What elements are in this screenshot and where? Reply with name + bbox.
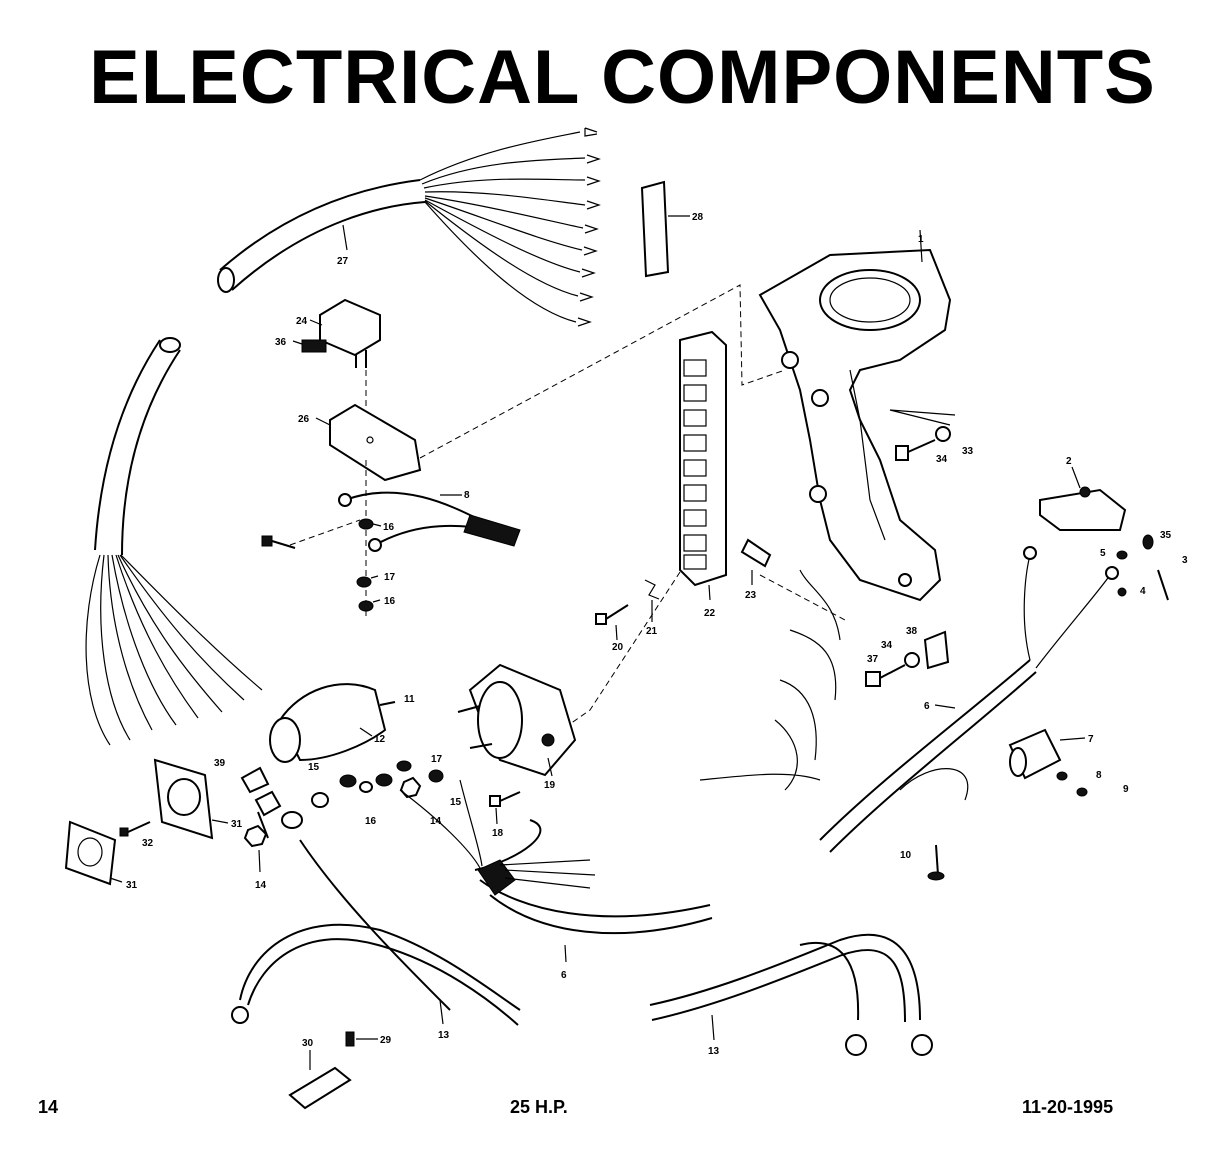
nut-14-left: [243, 824, 268, 873]
page-number: 14: [38, 1097, 59, 1117]
callout-20: 20: [612, 642, 624, 653]
ignition-switch-12: [269, 683, 396, 763]
battery-cable-13-right: [649, 933, 933, 1056]
clip-23: [740, 538, 772, 585]
callout-15-right: 15: [450, 797, 462, 808]
callout-11: 11: [404, 694, 415, 705]
callout-7: 7: [1088, 734, 1094, 745]
keys-39: [240, 766, 282, 839]
page-title: ELECTRICAL COMPONENTS: [89, 35, 1156, 120]
callout-14-left: 14: [255, 880, 267, 891]
callout-16-upper: 16: [383, 522, 395, 533]
callout-6-lower: 6: [561, 970, 567, 981]
callout-37: 37: [867, 654, 879, 665]
solenoid-19: [457, 663, 577, 777]
callout-3: 3: [1182, 555, 1188, 566]
callout-13-left: 13: [438, 1030, 450, 1041]
callout-23: 23: [745, 590, 757, 601]
callout-14-middle: 14: [430, 816, 442, 827]
callout-34-lower: 34: [881, 640, 893, 651]
model-label: 25 H.P.: [510, 1097, 568, 1117]
bolt-18: [489, 791, 521, 825]
callout-24: 24: [296, 316, 308, 327]
callout-32: 32: [142, 838, 154, 849]
callout-36: 36: [275, 337, 287, 348]
harness-6-right: [819, 546, 1119, 853]
callout-12: 12: [374, 734, 386, 745]
callout-8-lower: 8: [1096, 770, 1102, 781]
callout-21: 21: [646, 626, 658, 637]
callout-6-right: 6: [924, 701, 930, 712]
screw-3-washer-35: [1116, 534, 1169, 601]
capacitor-7: [1008, 728, 1088, 797]
callout-1: 1: [918, 234, 924, 245]
callout-10: 10: [900, 850, 912, 861]
callout-38: 38: [906, 626, 918, 637]
callout-31-lower: 31: [126, 880, 138, 891]
callout-39: 39: [214, 758, 226, 769]
callout-33: 33: [962, 446, 974, 457]
callout-16-lower: 16: [365, 816, 377, 827]
assembly-lines: [289, 284, 846, 746]
bracket-1: [758, 229, 952, 602]
mount-plate-31-lower: [64, 820, 123, 886]
callout-18: 18: [492, 828, 504, 839]
callout-27: 27: [337, 256, 349, 267]
screw-20-clip-21: [595, 579, 660, 641]
callout-26: 26: [298, 414, 310, 425]
callout-2: 2: [1066, 456, 1072, 467]
callout-15-left: 15: [308, 762, 320, 773]
battery-cable-13-left: [231, 792, 521, 1026]
callout-5: 5: [1100, 548, 1106, 559]
callout-13-right: 13: [708, 1046, 720, 1057]
rectifier-24: [309, 298, 381, 368]
callout-31-upper: 31: [231, 819, 243, 830]
screw-10: [927, 844, 945, 881]
screw-32: [119, 821, 151, 837]
clamp-30: [288, 1050, 352, 1110]
bracket-38-bolt-37: [865, 630, 950, 687]
switch-2: [1039, 466, 1127, 531]
mounting-plate-26: [315, 403, 422, 482]
bolt-34-washer-33: [889, 409, 956, 461]
callout-17-upper: 17: [384, 572, 396, 583]
washers-solenoid: [339, 760, 444, 799]
screw-25: [261, 535, 296, 549]
screw-29: [345, 1031, 378, 1047]
wire-harness-left: [85, 337, 263, 746]
revision-date: 11-20-1995: [1022, 1097, 1114, 1117]
lead-8: [338, 491, 521, 552]
callout-34-upper: 34: [936, 454, 948, 465]
callout-28: 28: [692, 212, 704, 223]
washers-16-17: [356, 518, 382, 612]
terminal-block-22: [679, 330, 727, 601]
callout-30: 30: [302, 1038, 314, 1049]
callout-35: 35: [1160, 530, 1172, 541]
callout-4: 4: [1140, 586, 1146, 597]
callout-22: 22: [704, 608, 716, 619]
wire-harness-27: [217, 127, 601, 327]
callout-16-middle: 16: [384, 596, 396, 607]
leads-middle: [699, 569, 841, 791]
callout-17-lower: 17: [431, 754, 443, 765]
mount-plate-31-upper: [153, 758, 229, 840]
connector-36: [292, 339, 327, 353]
harness-6-lower: [399, 779, 713, 963]
callout-8-upper: 8: [464, 490, 470, 501]
callout-29: 29: [380, 1035, 392, 1046]
callout-9: 9: [1123, 784, 1129, 795]
decal-28: [640, 180, 690, 278]
callout-19: 19: [544, 780, 556, 791]
